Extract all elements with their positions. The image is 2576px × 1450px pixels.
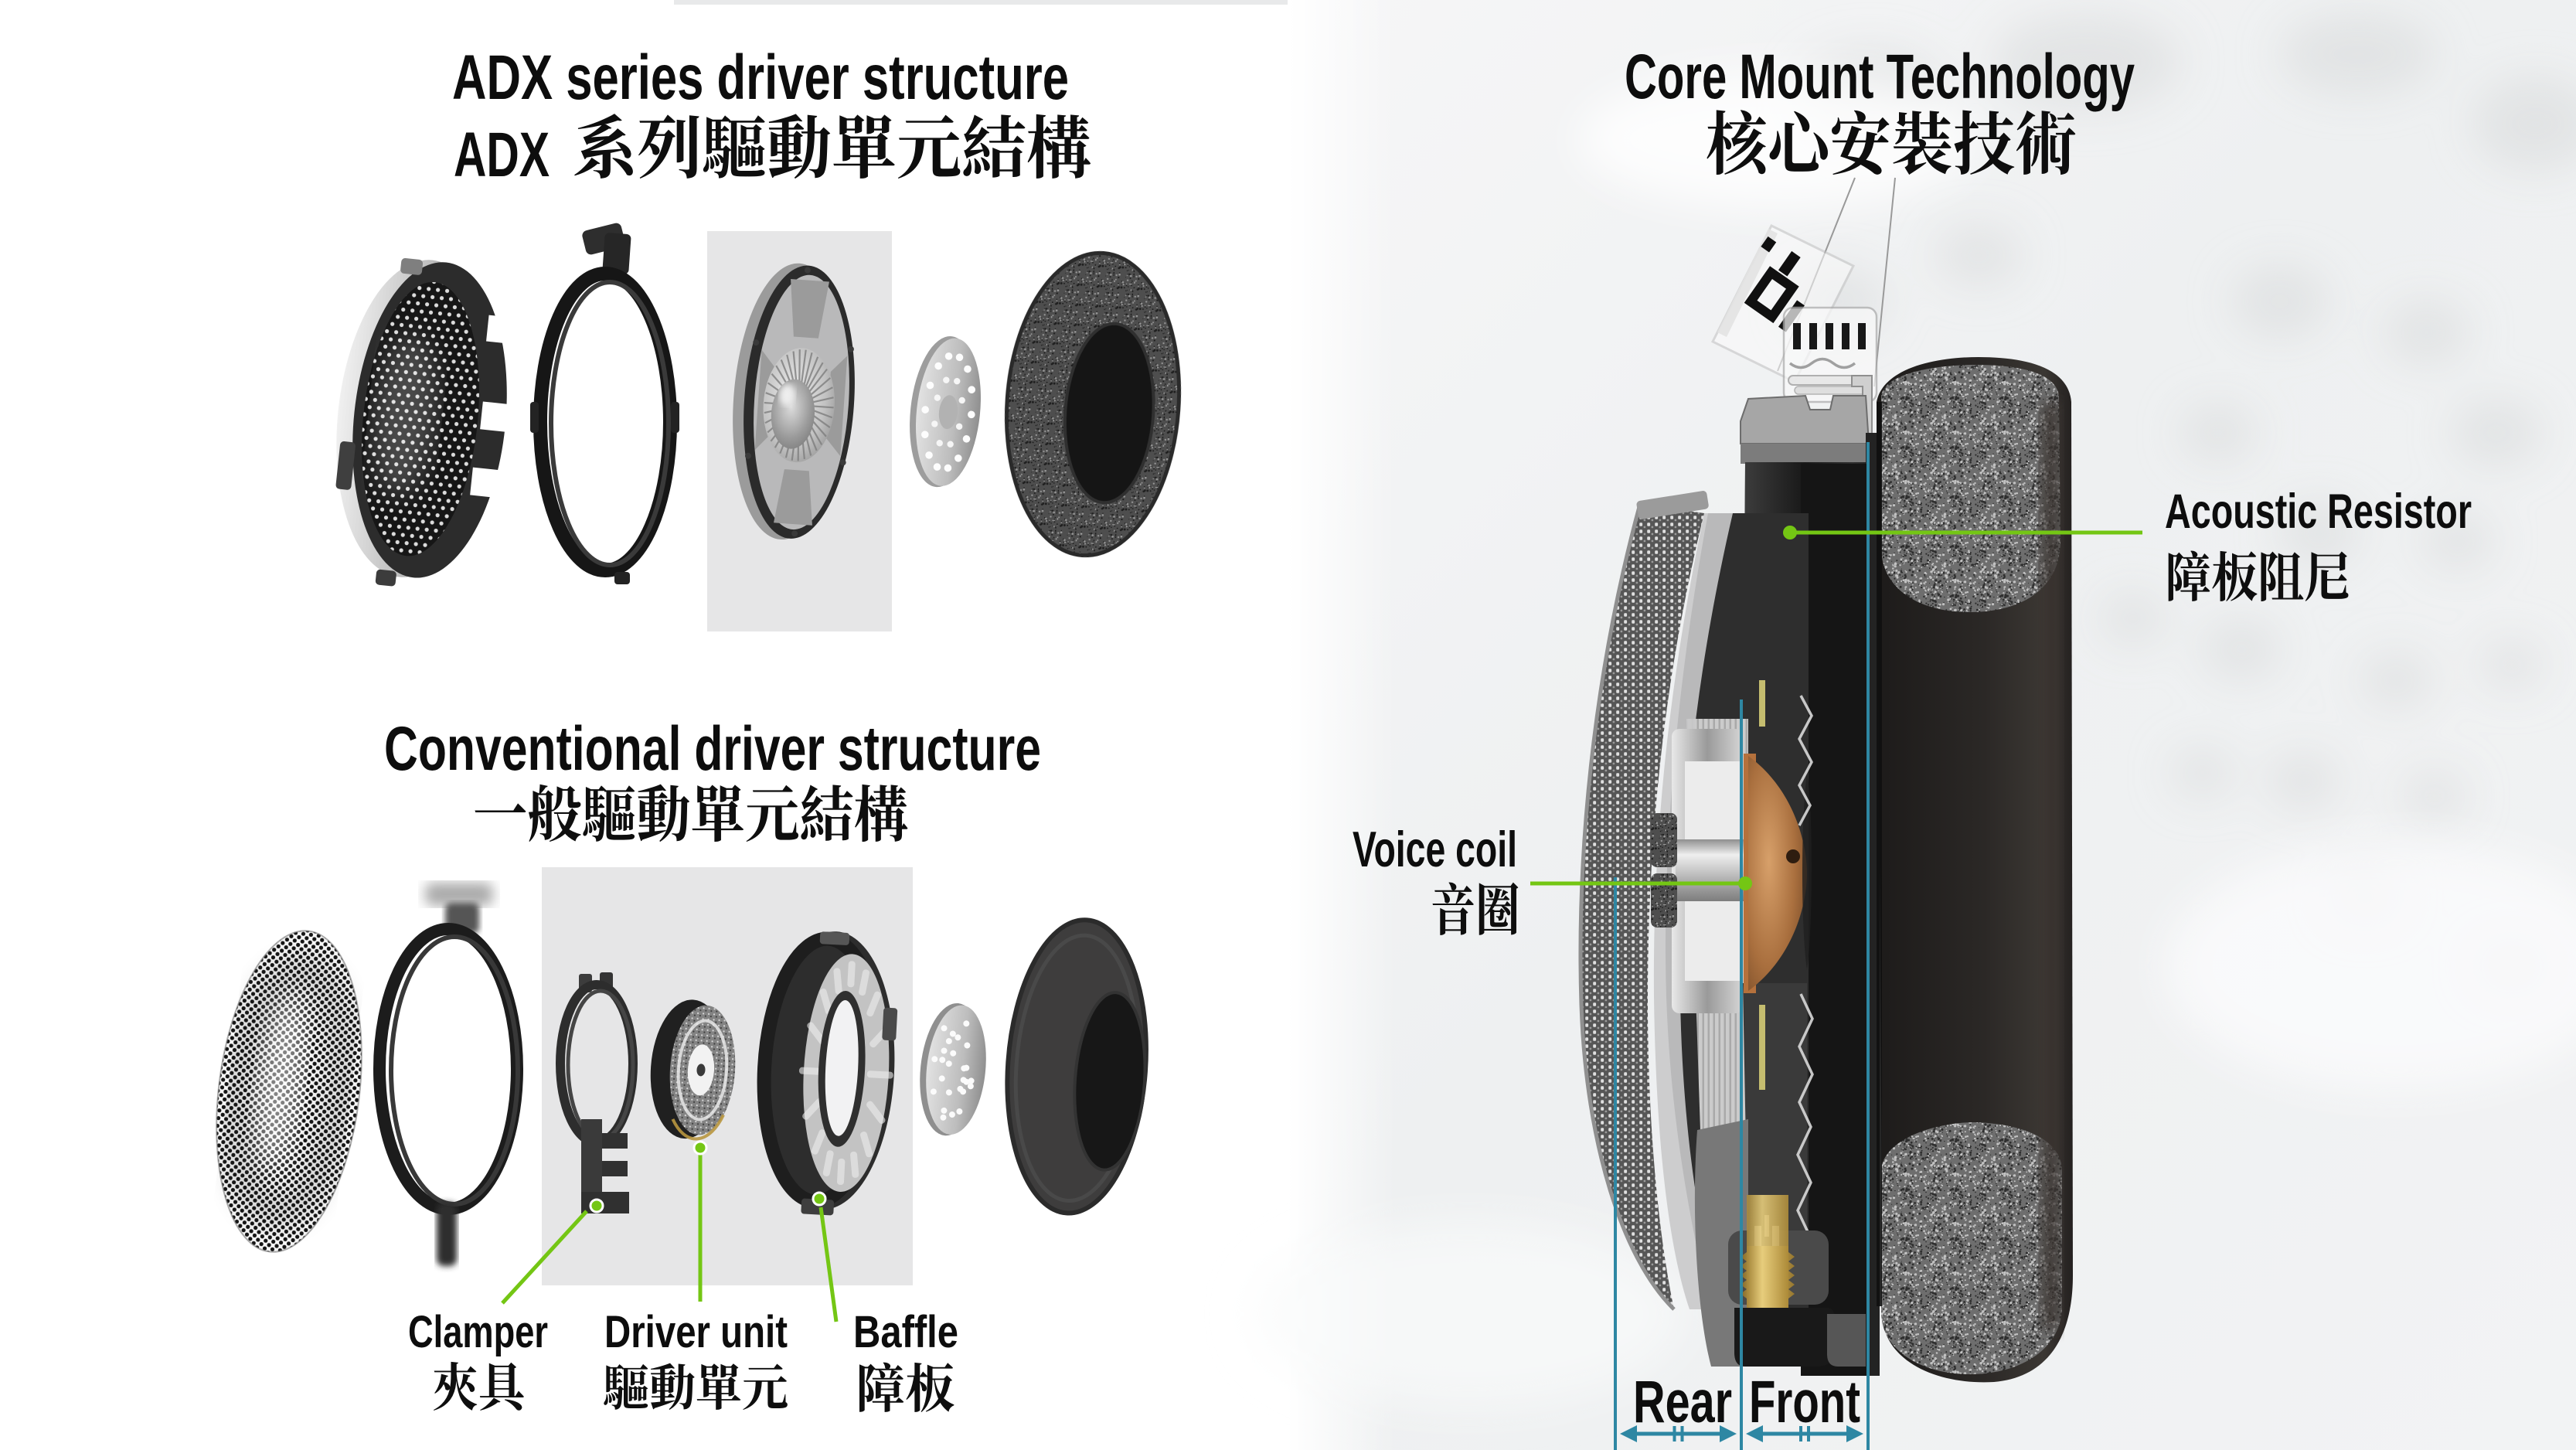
svg-text:Clamper: Clamper bbox=[408, 1307, 548, 1357]
svg-text:Core Mount Technology: Core Mount Technology bbox=[1625, 42, 2135, 112]
svg-text:Acoustic Resistor: Acoustic Resistor bbox=[2165, 485, 2472, 539]
svg-text:Voice coil: Voice coil bbox=[1353, 821, 1517, 877]
svg-text:Front: Front bbox=[1749, 1369, 1860, 1435]
svg-text:ADX series driver structure: ADX series driver structure bbox=[452, 43, 1069, 113]
svg-text:Conventional driver structure: Conventional driver structure bbox=[384, 714, 1041, 784]
svg-text:ADX: ADX bbox=[454, 120, 550, 190]
svg-text:Baffle: Baffle bbox=[853, 1307, 958, 1357]
svg-text:Driver unit: Driver unit bbox=[604, 1307, 788, 1357]
svg-text:Rear: Rear bbox=[1633, 1369, 1732, 1435]
